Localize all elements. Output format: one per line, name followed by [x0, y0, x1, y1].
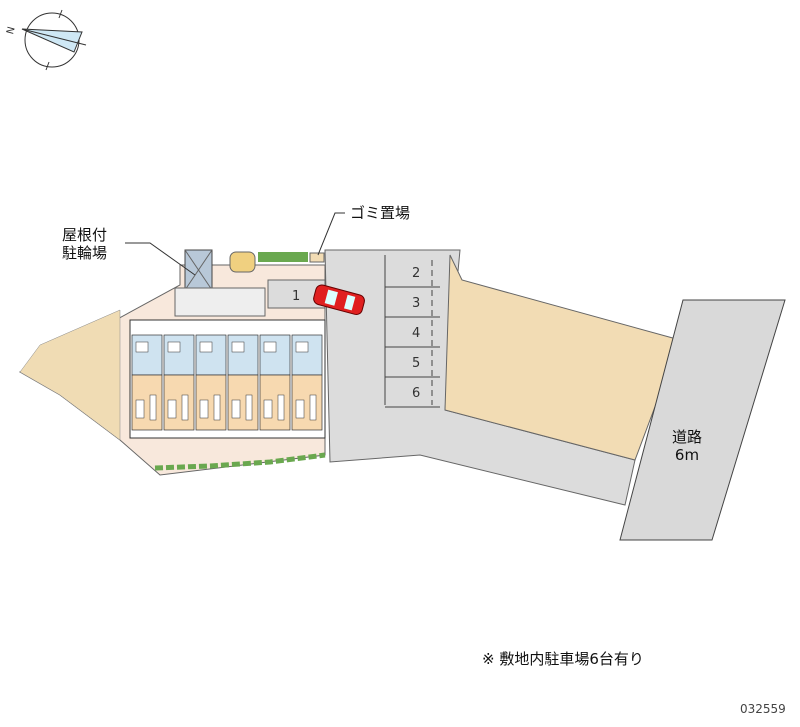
label-line: 駐輪場: [62, 244, 108, 262]
car-icon: [313, 284, 365, 316]
parking-number: 3: [412, 296, 420, 311]
leader-line: [125, 242, 196, 276]
apartment-building: [129, 319, 326, 439]
image-code: 032559: [740, 702, 786, 716]
compass-north-label: N: [5, 26, 18, 36]
label-line: 道路: [672, 428, 703, 446]
compass-icon: [21, 9, 87, 71]
shed: [229, 251, 256, 273]
apartment-unit: [227, 334, 259, 431]
parking-note: ※ 敷地内駐車場6台有り: [482, 650, 644, 668]
parking-spaces: 2 3 4 5 6: [384, 255, 440, 408]
hedge: [258, 252, 308, 262]
parking-number: 1: [292, 289, 300, 304]
parking-number: 2: [412, 266, 420, 281]
parking-number: 6: [412, 386, 420, 401]
stairs: [174, 287, 266, 317]
lot-corner: [19, 309, 121, 441]
leader-line: [317, 212, 345, 256]
garbage-area: [309, 252, 325, 263]
apartment-unit: [259, 334, 291, 431]
road-label: 道路 6m: [672, 428, 702, 464]
road: [619, 299, 786, 541]
hedge-strip: [154, 452, 326, 471]
bike-parking-label: 屋根付 駐輪場: [62, 226, 107, 262]
garbage-label: ゴミ置場: [350, 204, 411, 222]
parking-number: 5: [412, 356, 420, 371]
parking-number: 4: [412, 326, 420, 341]
label-line: 6m: [674, 446, 700, 464]
label-line: 屋根付: [62, 226, 108, 244]
apartment-unit: [163, 334, 195, 431]
apartment-unit: [195, 334, 227, 431]
apartment-unit: [131, 334, 163, 431]
apartment-unit: [291, 334, 323, 431]
